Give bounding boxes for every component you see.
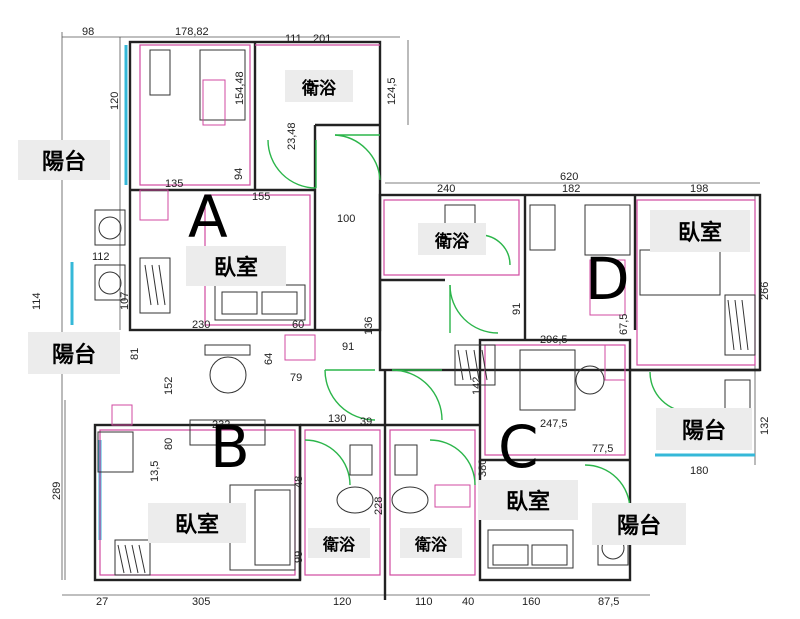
dim-bottom-0: 27 <box>96 596 108 608</box>
unit-d-bedroom-label: 臥室 <box>650 210 750 252</box>
dim-c-5: 180 <box>690 465 708 477</box>
unit-a-letter: A <box>188 183 228 251</box>
unit-d-balcony-label: 陽台 <box>656 408 752 450</box>
dim-bottom-3: 110 <box>415 596 433 608</box>
dim-top-0: 98 <box>82 26 94 38</box>
unit-d-letter: D <box>585 245 630 313</box>
walls <box>93 40 762 600</box>
dim-corridor-6: 230 <box>192 319 210 331</box>
dim-c-2: 142 <box>471 377 483 395</box>
unit-a-bath-label: 衛浴 <box>285 70 353 102</box>
dim-a-inner-1: 155 <box>252 191 270 203</box>
dim-a-left-0: 120 <box>109 92 121 110</box>
unit-b-bath-label: 衛浴 <box>308 528 370 558</box>
dim-b-6: 130 <box>328 413 346 425</box>
unit-c-bedroom-label: 臥室 <box>478 480 578 520</box>
dim-b-5: 289 <box>51 482 63 500</box>
dim-top-3: 201 <box>313 33 331 45</box>
appliances <box>111 79 626 508</box>
dim-bottom-2: 120 <box>333 596 351 608</box>
dim-right-top-4: 266 <box>759 282 771 300</box>
dim-b-7: 39 <box>360 416 372 428</box>
dim-top-2: 111 <box>285 33 302 45</box>
dim-corridor-0: 100 <box>337 213 355 225</box>
unit-d-bath-label: 衛浴 <box>418 223 486 255</box>
unit-a-balcony-label-1: 陽台 <box>18 140 110 180</box>
dim-right-top-3: 198 <box>690 183 708 195</box>
dim-c-4: 132 <box>759 417 771 435</box>
unit-c-letter: C <box>498 413 539 481</box>
dim-b-10: 228 <box>373 497 385 515</box>
dim-corridor-5: 60 <box>292 319 304 331</box>
dim-a-inner-2: 112 <box>92 251 110 263</box>
dim-c-3: 77,5 <box>592 443 613 455</box>
dim-b-8: 48 <box>293 476 305 488</box>
dim-a-inner-6: 154,48 <box>234 71 246 105</box>
unit-c-balcony-label: 陽台 <box>592 503 686 545</box>
dim-corridor-4: 64 <box>263 353 275 365</box>
dim-right-top-6: 67,5 <box>618 314 630 335</box>
furniture <box>94 49 756 576</box>
unit-a-bedroom-label: 臥室 <box>186 246 286 286</box>
door-swings <box>267 134 691 511</box>
dim-bottom-1: 305 <box>192 596 210 608</box>
dim-a-inner-3: 107 <box>119 292 131 310</box>
dim-a-inner-5: 23,48 <box>286 122 298 150</box>
unit-b-bedroom-label: 臥室 <box>148 503 246 543</box>
dim-c-6: 380 <box>477 459 489 477</box>
dim-corridor-3: 79 <box>290 372 302 384</box>
dim-corridor-2: 91 <box>342 341 354 353</box>
balcony-glass <box>70 45 755 540</box>
dim-bottom-4: 40 <box>462 596 474 608</box>
dimension-texts: 98 178,82 111 201 120 114 135 155 112 10… <box>31 26 771 608</box>
unit-a-balcony-label-2: 陽台 <box>28 332 120 374</box>
dim-a-inner-0: 135 <box>165 178 183 190</box>
dim-right-top-1: 240 <box>437 183 455 195</box>
unit-b-letter: B <box>210 413 250 481</box>
dim-b-4: 13,5 <box>149 461 161 482</box>
unit-c-bath-label: 衛浴 <box>400 528 462 558</box>
dim-right-top-2: 182 <box>562 183 580 195</box>
dim-a-left-1: 114 <box>31 292 43 310</box>
dim-a-inner-7: 124,5 <box>386 77 398 105</box>
dim-c-0: 296,5 <box>540 334 568 346</box>
dim-a-inner-4: 94 <box>233 168 245 180</box>
dim-b-9: 99 <box>293 551 305 563</box>
dim-b-3: 232 <box>212 419 230 431</box>
dim-right-top-5: 91 <box>511 303 523 315</box>
dim-c-1: 247,5 <box>540 418 568 430</box>
dim-bottom-5: 160 <box>522 596 540 608</box>
dim-b-1: 152 <box>163 377 175 395</box>
dim-corridor-1: 136 <box>363 317 375 335</box>
dim-bottom-6: 87,5 <box>598 596 619 608</box>
dim-b-0: 81 <box>129 348 141 360</box>
partition-lines <box>99 44 756 576</box>
dim-right-top-0: 620 <box>560 171 578 183</box>
dim-b-2: 80 <box>163 438 175 450</box>
dim-top-1: 178,82 <box>175 26 209 38</box>
